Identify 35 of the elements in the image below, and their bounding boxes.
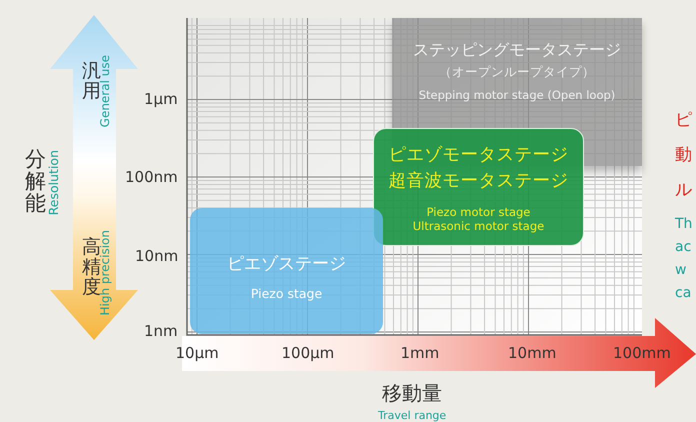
stage-caption: Piezo motor stage bbox=[426, 207, 532, 218]
tick-label: 1nm bbox=[144, 324, 178, 339]
axis-subtitle: Resolution bbox=[48, 150, 60, 216]
stage-name: ステッピングモータステージ bbox=[412, 42, 622, 58]
axis-title: 移動量 bbox=[382, 383, 442, 403]
tick-label: 10μm bbox=[176, 346, 219, 361]
cut-off-text: 動 bbox=[675, 147, 692, 164]
axis-subtitle: Travel range bbox=[378, 410, 446, 421]
stage-name: ピエゾモータステージ bbox=[388, 147, 570, 164]
tick-label: 1μm bbox=[144, 92, 178, 107]
tick-label: 1mm bbox=[400, 346, 440, 361]
stage-name: ピエゾステージ bbox=[226, 256, 347, 273]
stage-caption: （オープンループタイプ） bbox=[438, 66, 596, 78]
stage-caption: Ultrasonic motor stage bbox=[412, 221, 546, 232]
cut-off-text: ac bbox=[675, 240, 692, 254]
vertical-label: 高精度 bbox=[82, 238, 101, 298]
tick-label: 100μm bbox=[282, 346, 334, 361]
piezo-motor-stage-box bbox=[373, 128, 584, 246]
tick-label: 10mm bbox=[508, 346, 556, 361]
stage-caption: Piezo stage bbox=[250, 288, 324, 300]
cut-off-text: Th bbox=[675, 217, 692, 231]
vertical-label: General use bbox=[99, 55, 111, 128]
tick-label: 10nm bbox=[135, 249, 178, 264]
cut-off-text: ピ bbox=[675, 112, 692, 129]
stage-caption: Stepping motor stage (Open loop) bbox=[418, 90, 616, 102]
vertical-label: 汎用 bbox=[82, 62, 101, 102]
stage-caption: 超音波モータステージ bbox=[388, 173, 570, 190]
cut-off-text: w bbox=[675, 263, 686, 277]
vertical-label: High precision bbox=[99, 230, 111, 316]
cut-off-text: ca bbox=[675, 286, 692, 300]
cut-off-text: ル bbox=[675, 182, 692, 199]
tick-label: 100nm bbox=[125, 170, 178, 185]
tick-label: 100mm bbox=[613, 346, 671, 361]
axis-title: 分解能 bbox=[25, 148, 47, 214]
piezo-stage-box bbox=[190, 208, 383, 334]
